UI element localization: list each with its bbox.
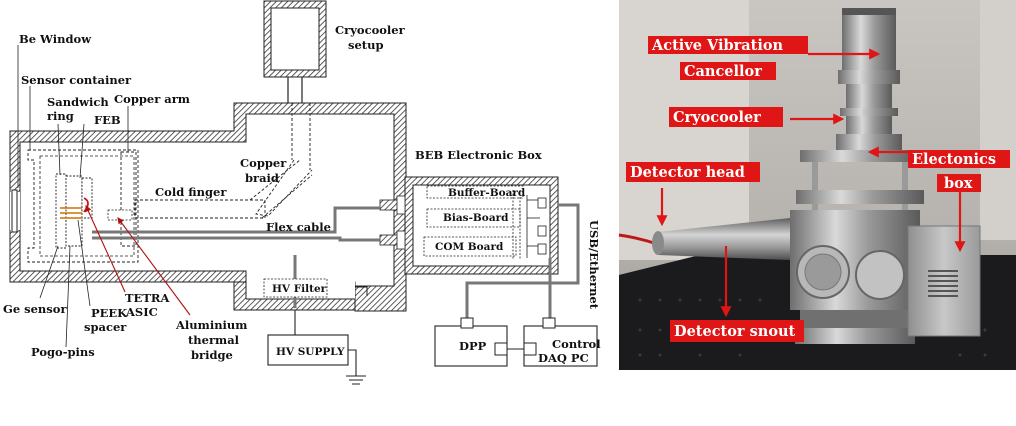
label-flex-cable: Flex cable xyxy=(266,220,331,234)
copper-arm xyxy=(120,151,137,247)
label-dpp: DPP xyxy=(459,339,487,353)
label-electronics: Electonics xyxy=(912,151,996,168)
label-braid: braid xyxy=(245,171,279,185)
label-buffer-board: Buffer-Board xyxy=(448,187,526,199)
label-be-window: Be Window xyxy=(19,32,92,46)
label-ring: ring xyxy=(47,109,74,123)
label-ge-sensor: Ge sensor xyxy=(3,302,67,316)
buffer-board xyxy=(426,185,524,199)
label-aluminium: Aluminium xyxy=(175,318,247,332)
label-peek: PEEK xyxy=(91,306,128,320)
label-daq-pc: DAQ PC xyxy=(538,351,589,365)
label-setup: setup xyxy=(348,38,384,52)
label-cold-finger: Cold finger xyxy=(155,185,227,199)
label-control: Control xyxy=(552,337,601,351)
ge-sensor-block xyxy=(55,173,67,249)
sensor-container xyxy=(27,149,139,263)
label-spacer: spacer xyxy=(84,320,127,334)
flex-cable xyxy=(92,206,380,234)
detector-snout xyxy=(658,218,790,260)
label-asic: ASIC xyxy=(125,305,158,319)
label-copper-arm: Copper arm xyxy=(114,92,190,106)
hv-filter-box xyxy=(263,278,328,298)
label-avc-2: Cancellor xyxy=(684,63,762,80)
copper-braid xyxy=(255,159,313,217)
hv-supply-box xyxy=(267,334,349,366)
label-detector-snout: Detector snout xyxy=(674,323,796,340)
label-avc-1: Active Vibration xyxy=(651,37,784,54)
ground-icon xyxy=(346,375,366,385)
be-window-foil xyxy=(11,189,18,233)
label-bridge: bridge xyxy=(191,348,233,362)
label-usb-ethernet: USB/Ethernet xyxy=(587,220,601,310)
label-bias-board: Bias-Board xyxy=(443,212,509,224)
label-feb: FEB xyxy=(94,113,121,127)
label-sandwich: Sandwich xyxy=(47,95,109,109)
label-hv-supply: HV SUPPLY xyxy=(276,346,345,358)
cold-finger xyxy=(134,199,266,219)
label-tetra: TETRA xyxy=(125,291,170,305)
vibration-canceller xyxy=(842,8,896,73)
label-hv-filter: HV Filter xyxy=(272,283,327,295)
com-board xyxy=(423,236,517,257)
label-pogo-pins: Pogo-pins xyxy=(31,345,95,359)
label-cryocooler-setup: Cryocooler xyxy=(335,23,406,37)
schematic-diagram: Be Window Sensor container Sandwich ring… xyxy=(3,0,601,385)
label-thermal: thermal xyxy=(188,333,240,347)
label-copper: Copper xyxy=(240,156,287,170)
detector-photo: Active Vibration Cancellor Cryocooler De… xyxy=(618,0,1016,370)
label-box: box xyxy=(944,175,973,192)
label-cryocooler: Cryocooler xyxy=(673,109,761,126)
label-detector-head: Detector head xyxy=(630,164,745,181)
label-sensor-container: Sensor container xyxy=(21,73,132,87)
label-com-board: COM Board xyxy=(435,241,504,253)
label-beb-box: BEB Electronic Box xyxy=(415,148,542,162)
